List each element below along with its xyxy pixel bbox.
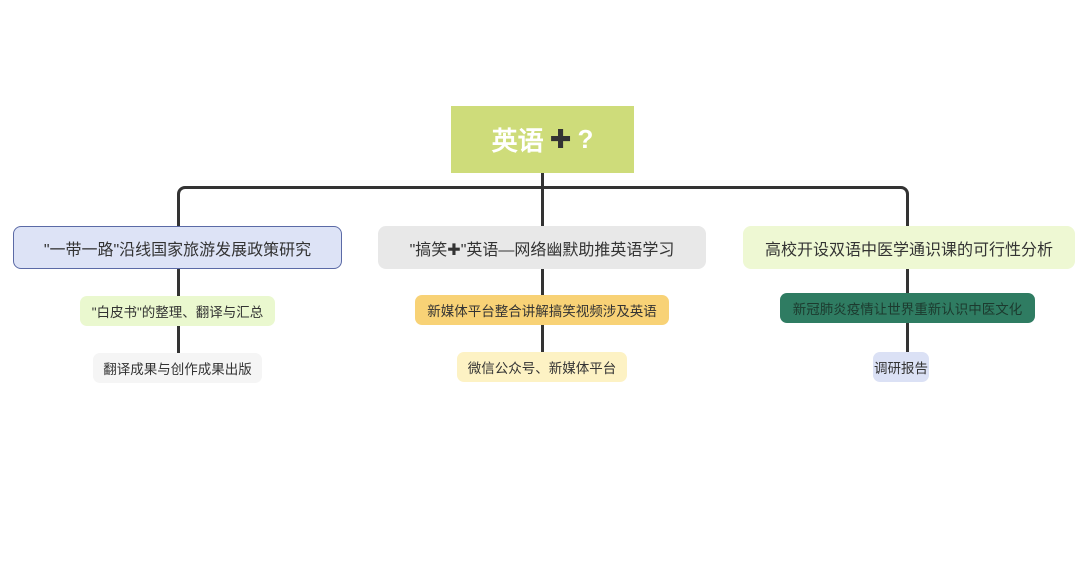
subtopic-new-media-integration[interactable]: 新媒体平台整合讲解搞笑视频涉及英语 — [415, 295, 669, 325]
root-question: ? — [577, 124, 594, 154]
root-topic[interactable]: 英语 ✚ ? — [451, 106, 634, 173]
branch-humor-english[interactable]: "搞笑✚"英语—网络幽默助推英语学习 — [378, 226, 706, 269]
connector-center-branch — [541, 186, 544, 226]
subtopic-wechat-platform[interactable]: 微信公众号、新媒体平台 — [457, 352, 627, 382]
plus-icon: ✚ — [549, 124, 572, 154]
subtopic-research-report[interactable]: 调研报告 — [873, 352, 929, 382]
subtopic-white-paper[interactable]: "白皮书"的整理、翻译与汇总 — [80, 296, 275, 326]
root-text: 英语 — [491, 126, 544, 156]
branch-belt-road[interactable]: "一带一路"沿线国家旅游发展政策研究 — [13, 226, 342, 269]
connector-root-down — [541, 173, 544, 189]
branch-tcm-course[interactable]: 高校开设双语中医学通识课的可行性分析 — [743, 226, 1075, 269]
subtopic-covid-tcm[interactable]: 新冠肺炎疫情让世界重新认识中医文化 — [780, 293, 1035, 323]
subtopic-publication[interactable]: 翻译成果与创作成果出版 — [93, 353, 262, 383]
